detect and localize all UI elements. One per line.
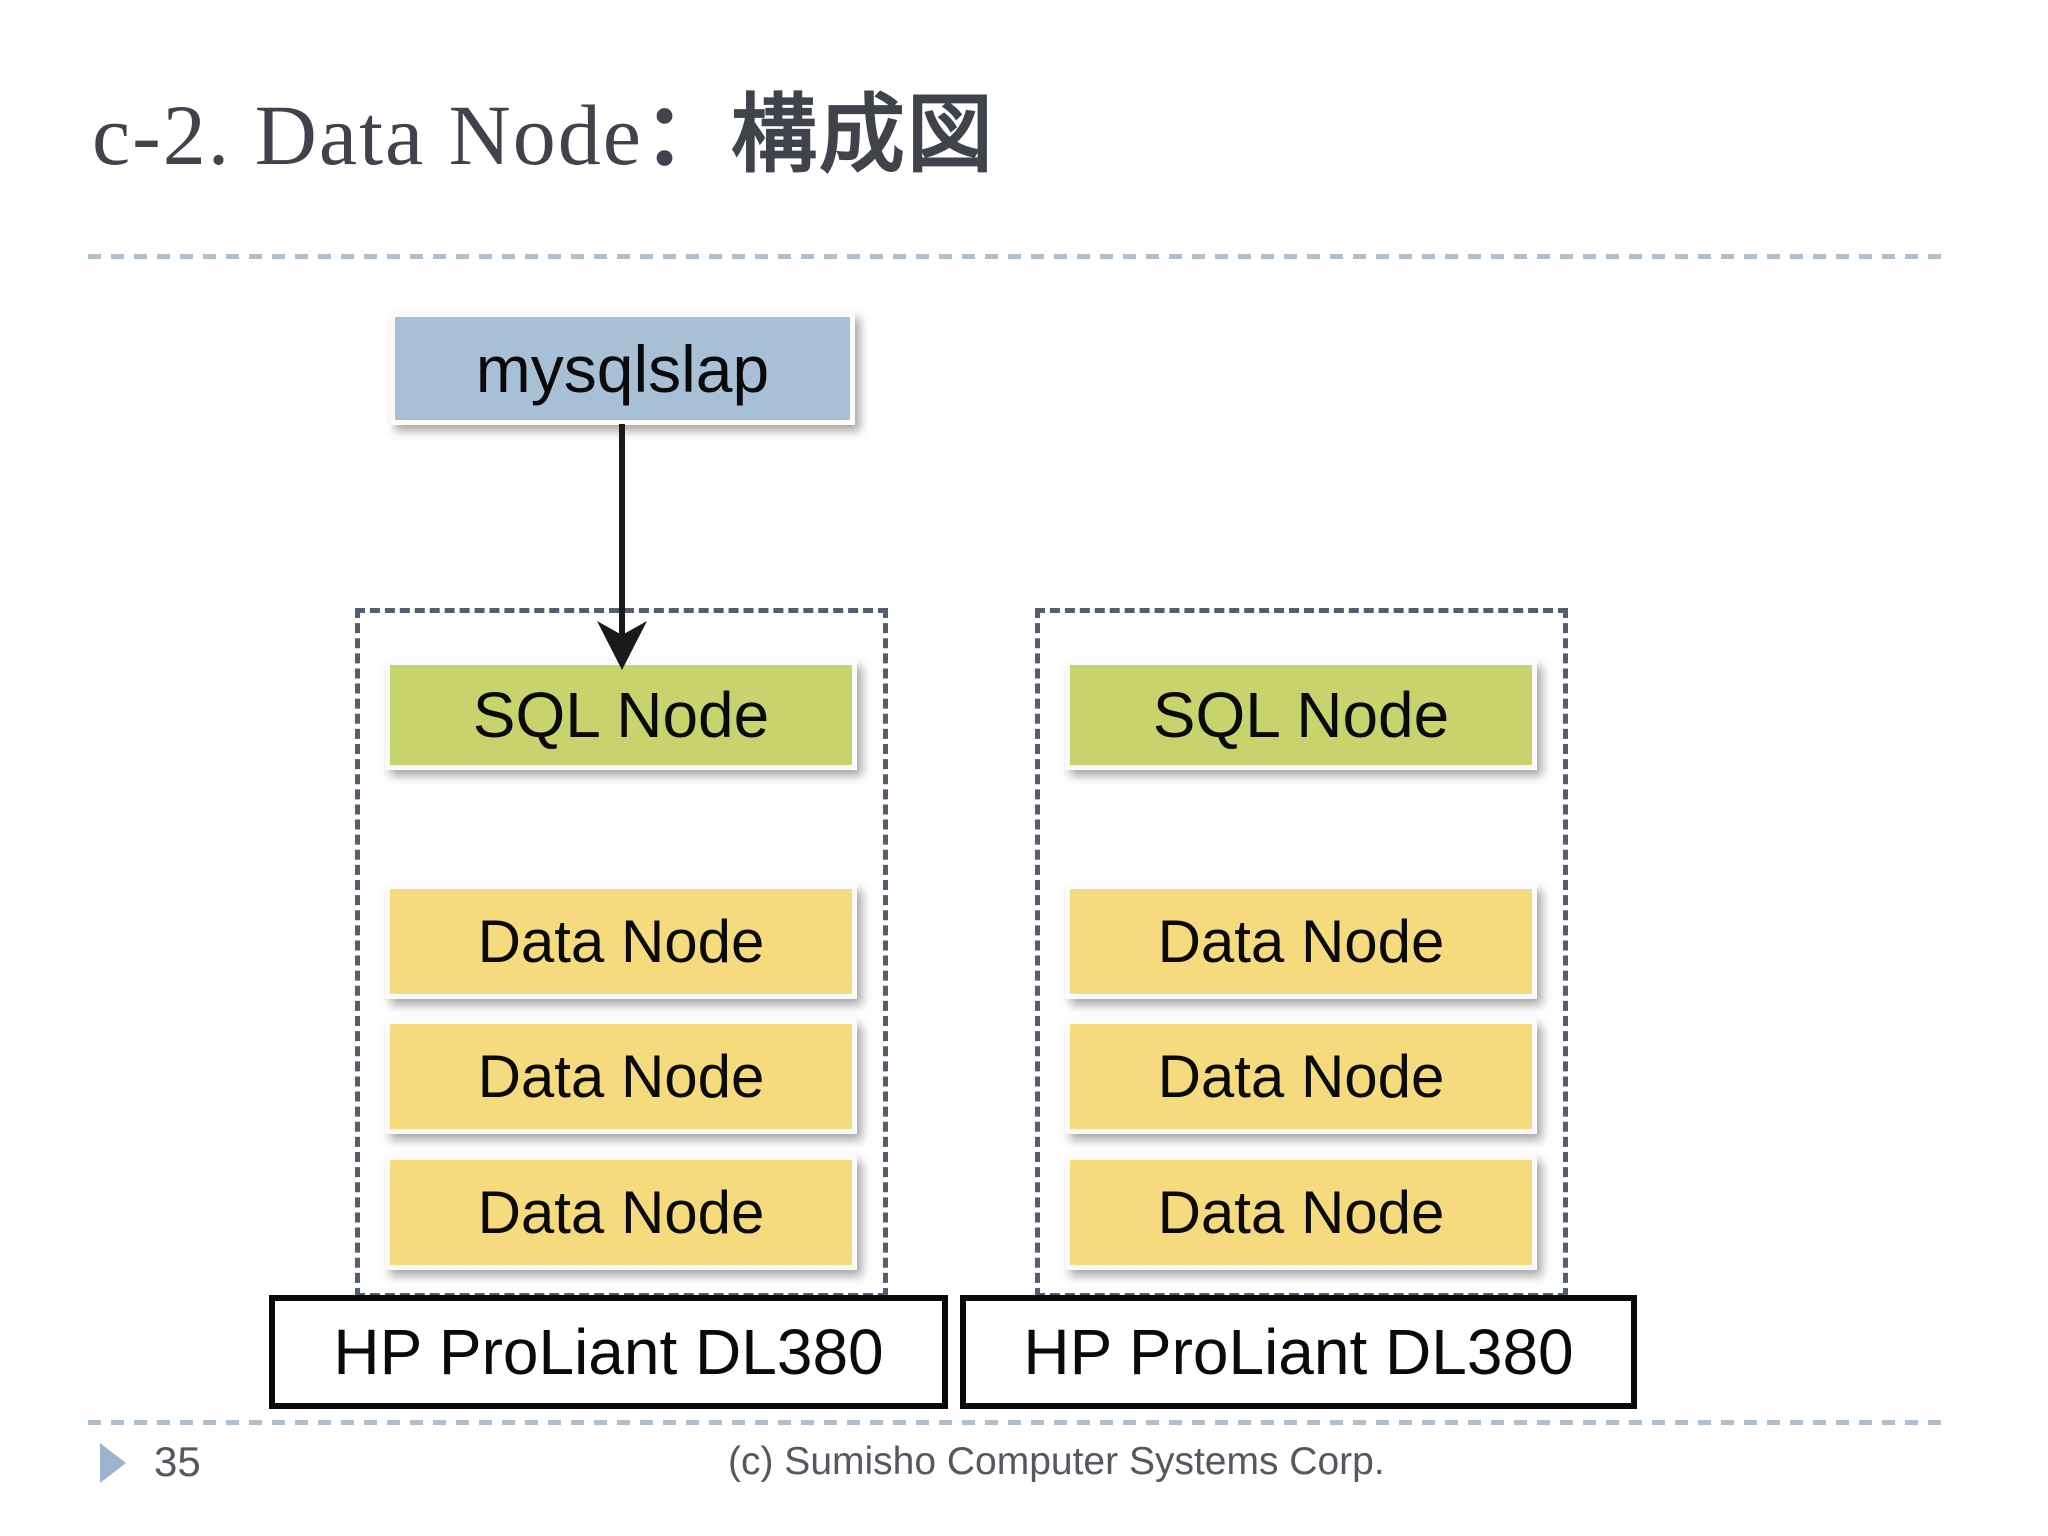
server-hardware-name: HP ProLiant DL380 [333,1316,884,1388]
title-divider-dashed-line [88,254,1946,259]
sql-node-label: SQL Node [1152,679,1450,751]
server-hardware-label-1: HP ProLiant DL380 [269,1295,948,1409]
server-group-2: SQL Node Data Node Data Node Data Node [1035,608,1568,1298]
sql-node-box: SQL Node [1065,660,1537,770]
data-node-label: Data Node [477,1179,765,1246]
server-group-1: SQL Node Data Node Data Node Data Node [355,608,888,1298]
flow-arrow-down-icon [597,424,647,670]
footer-divider-dashed-line [88,1420,1946,1425]
footer-bullet-triangle-icon [100,1443,126,1483]
page-title-japanese: ：構成図 [642,84,995,185]
data-node-label: Data Node [1157,1043,1445,1110]
mysqlslap-label: mysqlslap [475,331,770,406]
data-node-label: Data Node [1157,908,1445,975]
data-node-box: Data Node [1065,1019,1537,1134]
data-node-box: Data Node [385,1019,857,1134]
data-node-box: Data Node [385,884,857,999]
sql-node-label: SQL Node [472,679,770,751]
page-title-latin: c-2. Data Node [92,87,643,183]
data-node-label: Data Node [477,1043,765,1110]
server-hardware-label-2: HP ProLiant DL380 [960,1295,1637,1409]
data-node-label: Data Node [477,908,765,975]
mysqlslap-box: mysqlslap [390,312,855,425]
sql-node-box: SQL Node [385,660,857,770]
copyright-text: (c) Sumisho Computer Systems Corp. [728,1440,1385,1483]
data-node-box: Data Node [1065,884,1537,999]
page-title: c-2. Data Node：構成図 [92,87,995,183]
data-node-box: Data Node [1065,1155,1537,1270]
page-number: 35 [154,1438,201,1485]
server-hardware-name: HP ProLiant DL380 [1023,1316,1574,1388]
data-node-label: Data Node [1157,1179,1445,1246]
data-node-box: Data Node [385,1155,857,1270]
